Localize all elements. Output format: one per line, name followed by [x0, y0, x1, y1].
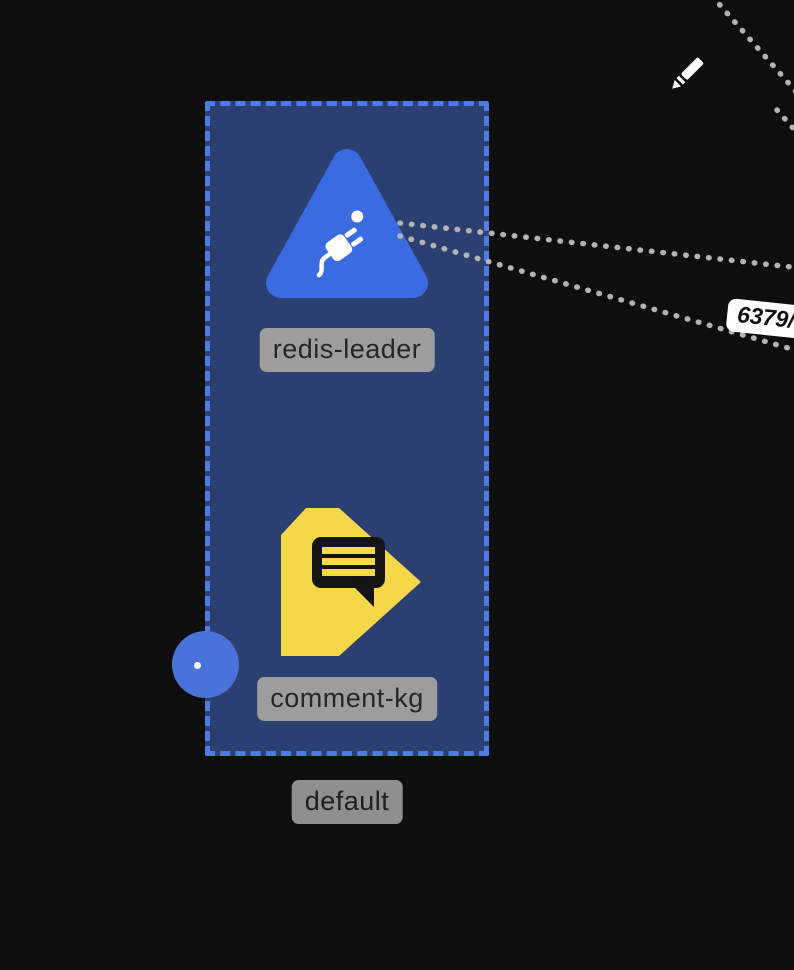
speech-bubble-pentagon-icon[interactable]: [281, 508, 421, 656]
port-label-6379: 6379/: [725, 298, 794, 339]
edit-pencil-icon[interactable]: [663, 52, 709, 98]
endpoint-dot: [194, 662, 201, 669]
dotted-flow-line-topright: [711, 0, 794, 94]
connection-endpoint-handle[interactable]: [172, 631, 239, 698]
node-label-comment-kg[interactable]: comment-kg: [257, 677, 437, 722]
plug-icon: [316, 210, 364, 278]
namespace-label[interactable]: default: [291, 780, 403, 825]
plug-triangle-icon[interactable]: [266, 146, 428, 300]
speech-bubble-icon: [312, 537, 385, 607]
node-label-redis-leader[interactable]: redis-leader: [259, 328, 435, 373]
dotted-flow-line-edge-stub: [774, 107, 794, 134]
